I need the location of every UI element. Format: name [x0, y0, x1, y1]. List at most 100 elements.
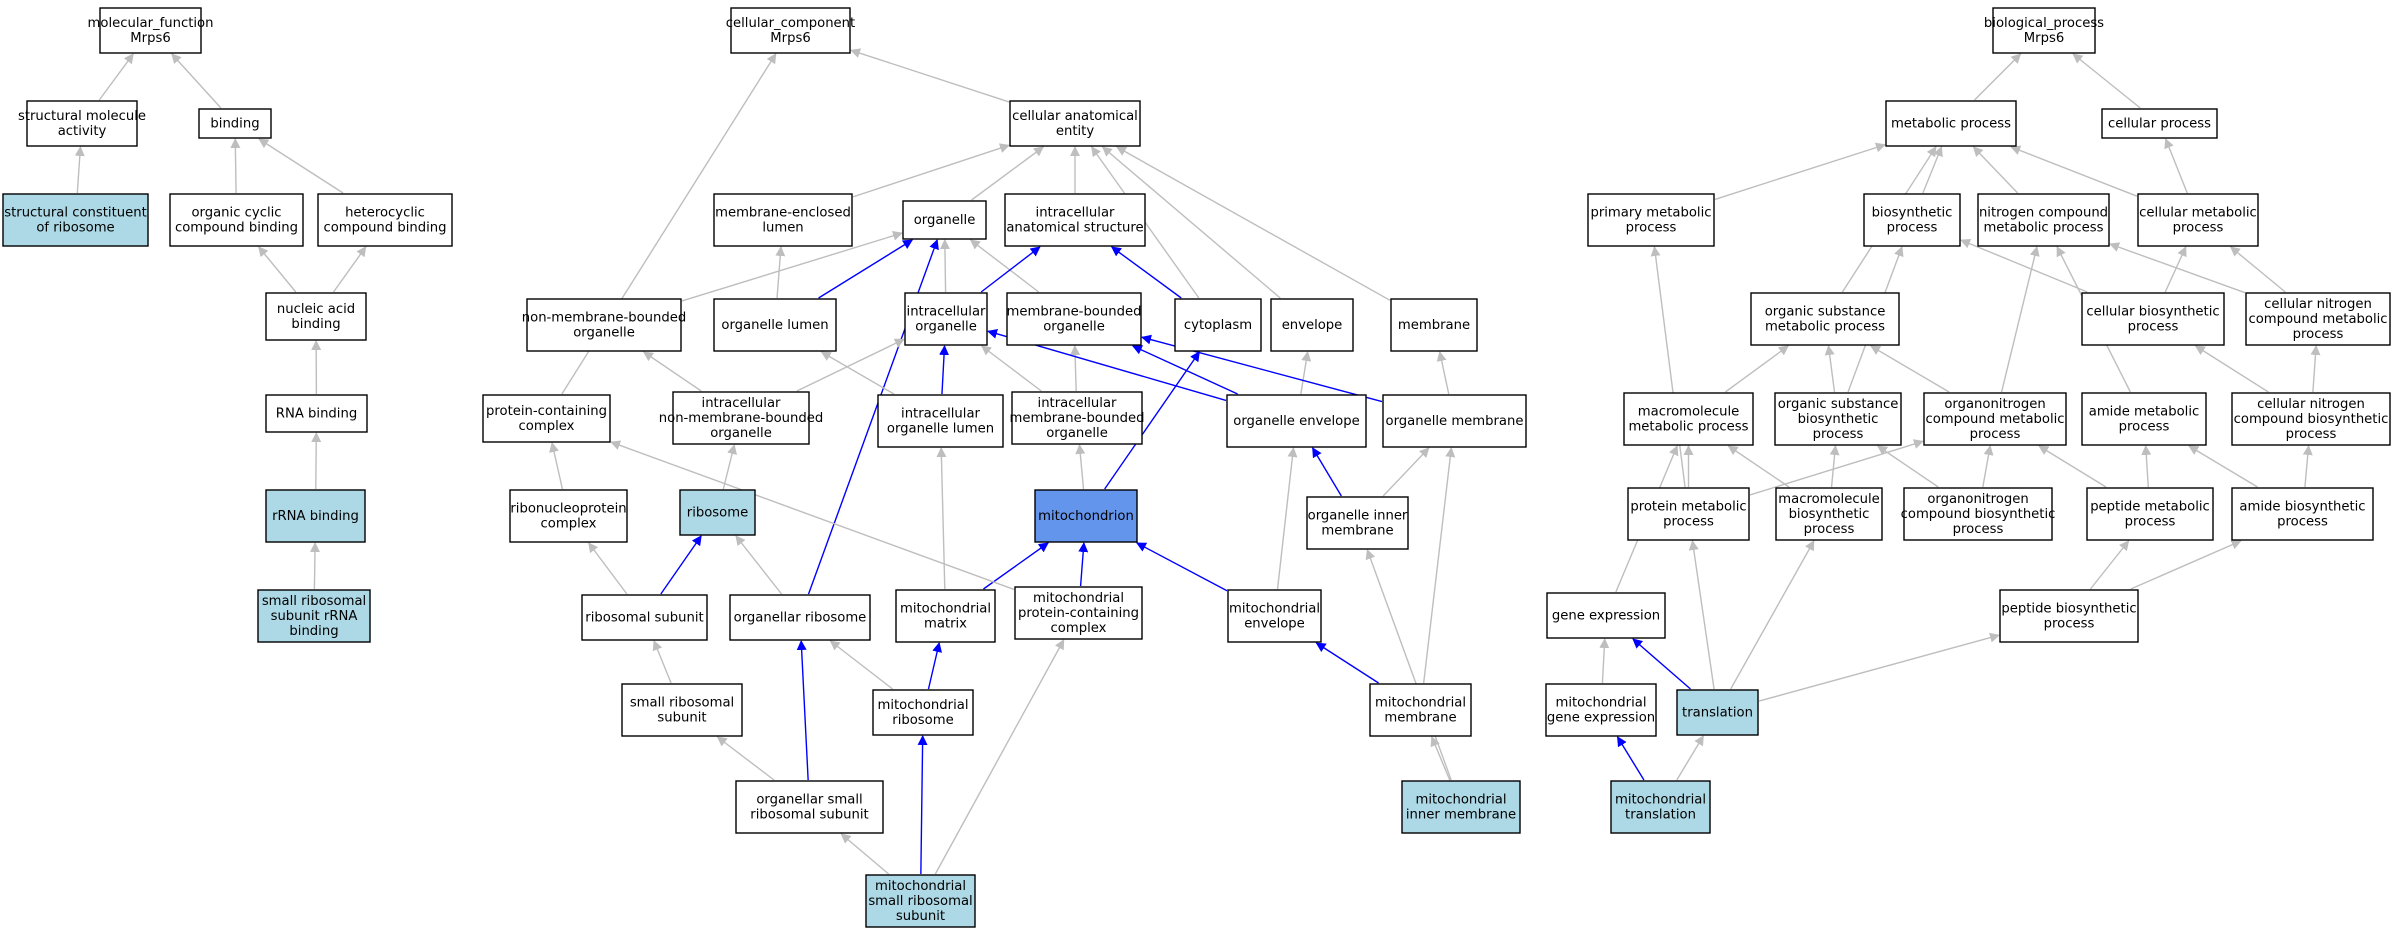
edge-msrs-to-mpcc [934, 639, 1065, 875]
node-box [2101, 108, 2218, 139]
node-cellp[interactable]: cellular process [2101, 108, 2218, 139]
node-ribosome[interactable]: ribosome [679, 489, 756, 536]
node-inmbo[interactable]: intracellularnon-membrane-boundedorganel… [659, 391, 823, 445]
edge-orib-to-ribosome [735, 535, 783, 595]
node-mito[interactable]: mitochondrion [1034, 489, 1138, 543]
node-label-line: process [1813, 427, 1864, 442]
node-omem[interactable]: organelle membrane [1382, 394, 1527, 448]
node-olumen[interactable]: organelle lumen [713, 298, 837, 352]
node-label-line: primary metabolic [1590, 206, 1711, 221]
node-oenv[interactable]: organelle envelope [1226, 394, 1367, 448]
node-label-line: organelle membrane [1386, 414, 1524, 429]
node-box [1750, 292, 1900, 346]
node-box [2, 193, 149, 247]
node-cytoplasm[interactable]: cytoplasm [1174, 298, 1262, 352]
node-label-line: process [2286, 427, 2337, 442]
node-transl[interactable]: translation [1676, 689, 1759, 736]
node-label-line: ribosome [892, 713, 953, 728]
node-label-line: mitochondrial [1229, 602, 1320, 617]
node-label-line: organelle [1046, 426, 1108, 441]
node-label-line: envelope [1244, 617, 1305, 632]
node-label-line: organellar ribosome [734, 611, 867, 626]
node-box [1610, 780, 1711, 834]
node-label-line: organic cyclic [191, 206, 281, 221]
node-label-line: organonitrogen [1944, 397, 2045, 412]
edge-transl-to-mbp [1730, 540, 1815, 690]
node-orib[interactable]: organellar ribosome [729, 594, 871, 641]
node-metp[interactable]: metabolic process [1885, 100, 2017, 147]
node-label-line: process [2044, 617, 2095, 632]
node-label-line: biological_process [1984, 16, 2104, 31]
node-binding[interactable]: binding [198, 108, 272, 139]
node-label-line: macromolecule [1778, 492, 1879, 507]
node-label-line: ribosomal subunit [750, 808, 868, 823]
node-membrane[interactable]: membrane [1390, 298, 1478, 352]
node-envelope[interactable]: envelope [1270, 298, 1354, 352]
node-label-line: anatomical structure [1006, 221, 1143, 236]
node-organelle[interactable]: organelle [902, 200, 987, 240]
node-gexp[interactable]: gene expression [1546, 592, 1666, 639]
node-rnab[interactable]: RNA binding [265, 394, 368, 433]
node-label-line: process [1663, 515, 1714, 530]
edge-mbp-to-osbp [1829, 445, 1840, 488]
node-rrnab[interactable]: rRNA binding [265, 489, 366, 543]
node-label-line: peptide biosynthetic [2001, 602, 2136, 617]
node-box [1369, 683, 1472, 737]
edge-osrs-to-srs [716, 736, 775, 781]
node-label-line: mitochondrial [1615, 793, 1706, 808]
edge-oncmp-to-ncmp [2000, 246, 2040, 393]
node-label-line: Mrps6 [130, 31, 170, 46]
node-rsub[interactable]: ribosomal subunit [581, 594, 708, 641]
